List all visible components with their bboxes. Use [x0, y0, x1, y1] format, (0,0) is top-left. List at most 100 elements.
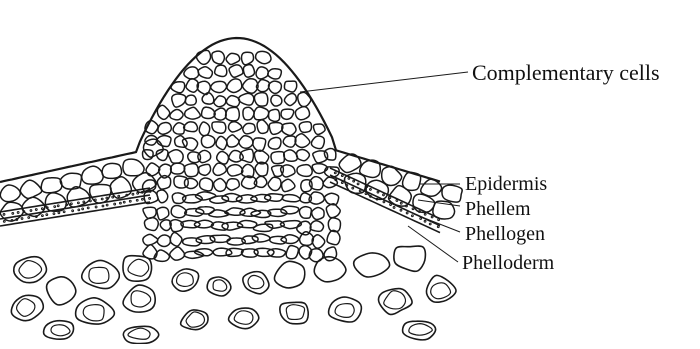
cork-dot — [57, 205, 59, 207]
phelloderm-cell — [243, 272, 269, 294]
phelloderm-cell-inner — [335, 304, 354, 318]
complementary-cell — [312, 235, 325, 248]
complementary-cell — [202, 107, 216, 118]
complementary-cell — [210, 196, 229, 203]
phelloderm-cell — [354, 253, 390, 277]
complementary-cell — [171, 82, 185, 93]
cork-dot — [70, 203, 72, 205]
cork-dot — [54, 206, 56, 208]
phelloderm-cell-inner — [176, 273, 193, 287]
phelloderm-cell-inner — [431, 283, 451, 299]
cortex-cell — [0, 185, 20, 202]
complementary-cell — [254, 107, 269, 120]
complementary-cell — [145, 218, 159, 231]
cork-dot — [383, 201, 385, 203]
complementary-cell — [312, 207, 324, 219]
phelloderm-cell-inner — [234, 311, 253, 324]
cork-dot — [420, 218, 422, 220]
complementary-cell — [253, 138, 266, 151]
complementary-cell — [254, 93, 267, 106]
cork-dot — [12, 213, 14, 215]
cork-dot — [341, 175, 343, 177]
cork-dot — [17, 212, 19, 214]
cork-dot — [359, 190, 361, 192]
cork-dot — [334, 172, 336, 174]
complementary-cell — [269, 109, 280, 121]
cork-dot — [406, 212, 408, 214]
complementary-cell — [300, 232, 314, 246]
cork-dot — [400, 202, 402, 204]
complementary-cell — [239, 136, 253, 148]
phelloderm-cell — [394, 246, 426, 271]
complementary-cell — [175, 136, 187, 148]
cork-dot — [123, 201, 125, 203]
complementary-cell — [198, 67, 212, 78]
phelloderm-cell-inner — [409, 324, 432, 336]
cork-dot — [28, 217, 30, 219]
phelloderm-cell-inner — [83, 305, 104, 321]
cork-dot — [118, 195, 120, 197]
complementary-cell — [185, 95, 196, 105]
complementary-cell — [299, 207, 311, 219]
label-epidermis: Epidermis — [465, 174, 547, 194]
complementary-cell — [243, 123, 255, 133]
complementary-cell — [212, 51, 224, 64]
cork-dot — [90, 200, 92, 202]
complementary-cell — [243, 65, 254, 78]
phelloderm-cell — [76, 298, 115, 324]
complementary-cell — [257, 120, 268, 134]
complementary-cell — [227, 79, 242, 93]
cork-dot — [102, 205, 104, 207]
label-leader-lines — [300, 72, 468, 262]
cork-dot — [393, 207, 395, 209]
phelloderm-cell — [274, 261, 304, 288]
complementary-cell — [215, 65, 227, 76]
phelloderm-cell — [82, 260, 120, 288]
cork-dot — [106, 204, 108, 206]
cortex-cell — [442, 185, 462, 202]
cork-dot — [87, 207, 89, 209]
cork-dot — [149, 197, 151, 199]
complementary-cell — [324, 247, 336, 261]
cork-dot — [129, 200, 131, 202]
complementary-cell — [297, 165, 312, 177]
cork-dot — [437, 226, 439, 228]
complementary-cell — [256, 51, 271, 63]
complementary-cell — [226, 53, 240, 64]
complementary-cell — [229, 65, 243, 77]
cork-dot — [112, 196, 114, 198]
complementary-cell — [217, 151, 229, 164]
cork-dot — [389, 197, 391, 199]
complementary-cell — [157, 190, 168, 203]
phelloderm-cell-inner — [17, 299, 35, 317]
cork-dot — [30, 210, 32, 212]
complementary-cell — [226, 179, 239, 190]
complementary-cell — [310, 221, 323, 232]
cork-dot — [412, 208, 414, 210]
cork-dot — [72, 210, 74, 212]
complementary-cell — [243, 79, 258, 93]
complementary-cell — [240, 208, 261, 216]
cork-dot — [142, 198, 144, 200]
cortex-cell — [90, 184, 111, 203]
complementary-cell — [143, 207, 156, 218]
complementary-cell — [267, 249, 285, 257]
cork-dot — [41, 208, 43, 210]
cork-dot — [396, 200, 398, 202]
complementary-cell — [214, 178, 226, 191]
complementary-cell — [185, 209, 204, 217]
complementary-cell — [271, 95, 282, 106]
complementary-cell — [284, 81, 296, 92]
cork-dot — [431, 216, 433, 218]
label-complementary-cells: Complementary cells — [472, 62, 660, 84]
cork-dot — [400, 209, 402, 211]
phelloderm-cell-inner — [286, 305, 304, 320]
complementary-cell — [240, 149, 254, 162]
complementary-cell — [242, 52, 254, 64]
phelloderm-cell — [47, 277, 76, 305]
phelloderm-cell-inner — [128, 328, 150, 339]
complementary-cell — [282, 123, 296, 135]
complementary-cell — [268, 69, 282, 79]
complementary-cell — [214, 108, 226, 120]
